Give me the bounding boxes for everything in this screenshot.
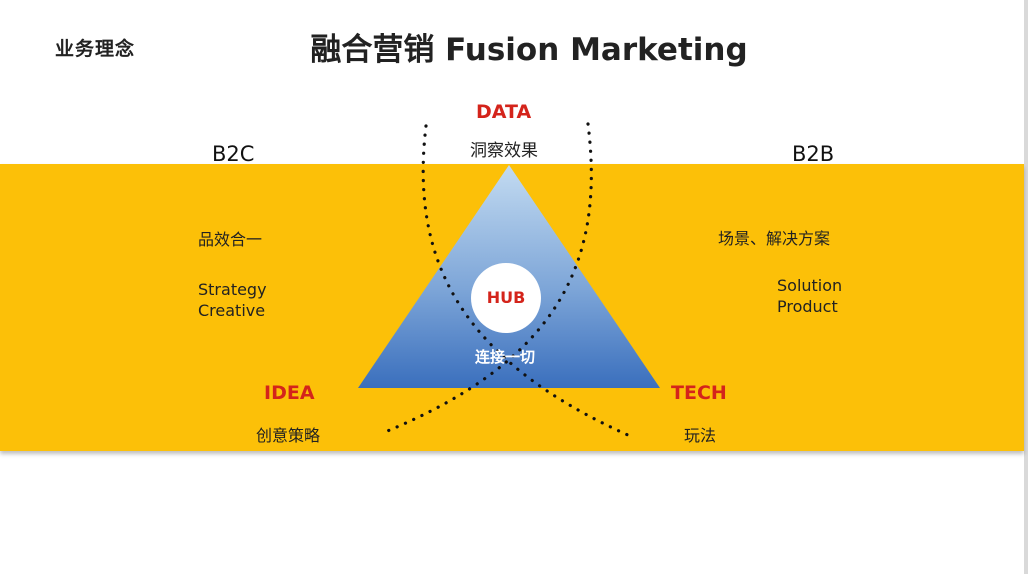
- idea-node-label: IDEA: [264, 382, 315, 404]
- hub-label: HUB: [486, 288, 526, 307]
- b2b-heading: B2B: [792, 142, 835, 166]
- slide-edge: [1024, 0, 1028, 574]
- b2b-line-1: 场景、解决方案: [718, 229, 831, 248]
- b2c-heading: B2C: [212, 142, 255, 166]
- b2c-line-2a: Strategy: [198, 280, 267, 299]
- dotted-curve-left: [421, 124, 632, 438]
- idea-node-subtitle: 创意策略: [256, 426, 321, 445]
- b2c-line-1: 品效合一: [198, 230, 263, 249]
- b2b-line-2b: Product: [777, 297, 838, 316]
- section-label: 业务理念: [55, 38, 136, 60]
- dotted-curve-right: [383, 122, 593, 434]
- tech-node-subtitle: 玩法: [684, 426, 717, 445]
- page-title: 融合营销 Fusion Marketing: [310, 32, 748, 68]
- b2c-line-2b: Creative: [198, 301, 266, 320]
- b2b-line-2a: Solution: [777, 276, 843, 295]
- data-node-label: DATA: [476, 101, 532, 123]
- hub-subtitle: 连接一切: [475, 348, 536, 366]
- hub-circle: [471, 263, 541, 333]
- tech-node-label: TECH: [671, 382, 727, 404]
- data-node-subtitle: 洞察效果: [470, 141, 538, 161]
